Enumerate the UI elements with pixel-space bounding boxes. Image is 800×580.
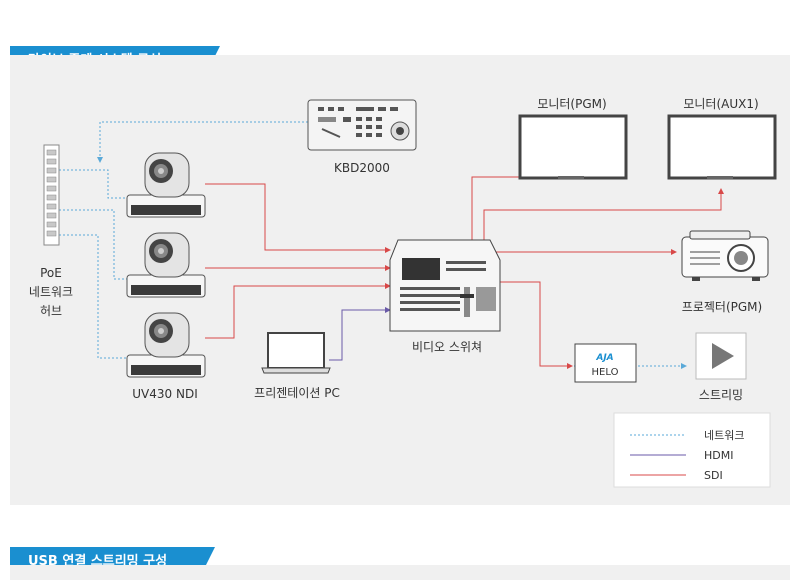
camera-label: UV430 NDI: [132, 387, 197, 401]
monitor-pgm-label: 모니터(PGM): [537, 97, 606, 111]
switcher-label: 비디오 스위쳐: [412, 340, 482, 354]
poe-hub-label-1: PoE: [40, 266, 62, 280]
streaming-label: 스트리밍: [699, 388, 743, 402]
kbd-controller-icon: [307, 99, 417, 151]
laptop-icon: [261, 332, 331, 374]
legend-network-label: 네트워크: [704, 429, 744, 442]
hdmi-line: [329, 307, 391, 361]
helo-label: HELO: [592, 367, 619, 378]
laptop-label: 프리젠테이션 PC: [254, 386, 340, 400]
monitor-icon: [667, 114, 777, 180]
helo-encoder-icon: AJA HELO: [574, 343, 637, 383]
helo-brand: AJA: [595, 353, 613, 363]
ptz-camera-icon: [126, 232, 206, 298]
poe-hub-label-2: 네트워크: [29, 285, 73, 299]
kbd-label: KBD2000: [334, 161, 390, 175]
projector-icon: [681, 230, 769, 281]
legend: 네트워크 HDMI SDI: [613, 412, 771, 488]
ptz-camera-icon: [126, 152, 206, 218]
poe-hub-icon: [43, 144, 60, 246]
legend-sdi-label: SDI: [704, 469, 723, 482]
video-switcher-icon: [389, 239, 501, 332]
monitor-aux-label: 모니터(AUX1): [683, 97, 758, 111]
diagram-panel: PoE 네트워크 허브 UV430 NDI KBD2000: [10, 55, 790, 505]
system-diagram: PoE 네트워크 허브 UV430 NDI KBD2000: [29, 97, 777, 488]
poe-hub-label-3: 허브: [40, 304, 62, 318]
ptz-camera-icon: [126, 312, 206, 378]
streaming-play-icon: [695, 332, 747, 380]
diagram-panel: [10, 565, 790, 580]
monitor-icon: [518, 114, 628, 180]
legend-hdmi-label: HDMI: [704, 449, 733, 462]
projector-label: 프로젝터(PGM): [682, 300, 762, 314]
